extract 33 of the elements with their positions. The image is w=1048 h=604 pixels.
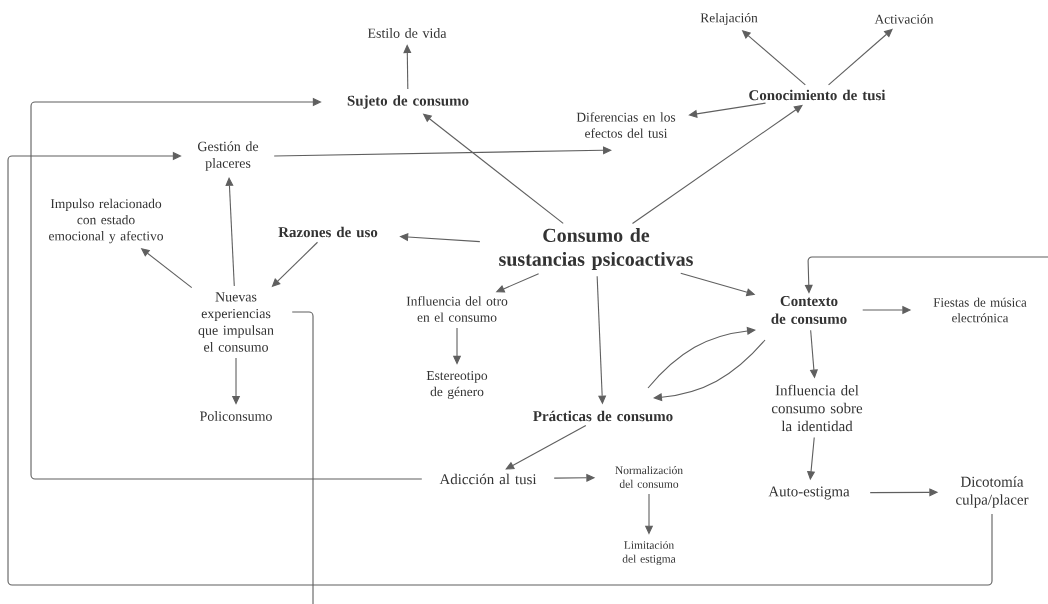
arrow	[688, 102, 767, 118]
concept-text: Nuevas experiencias que impulsan el consumo	[198, 292, 274, 352]
arrow	[653, 339, 766, 402]
concept-text: Gestión de placeres	[198, 141, 259, 171]
arrow	[403, 44, 412, 90]
concept-text: Impulso relacionado con estado emocional y afectivo	[49, 198, 164, 244]
concept-text: Activación	[874, 14, 934, 24]
concept-text: Auto-estigma	[768, 486, 850, 500]
arrow	[828, 28, 893, 86]
category-label: Razones de uso	[278, 226, 378, 238]
arrow	[505, 424, 587, 470]
arrow	[7, 151, 993, 586]
category-label: Sujeto de consumo	[347, 95, 469, 109]
concept-text: Adicción al tusi	[439, 473, 537, 485]
concept-text: Policonsumo	[200, 411, 272, 421]
concept-text: Relajación	[700, 12, 758, 26]
concept-text: Estilo de vida	[367, 28, 447, 38]
concept-text: Normalización del consumo	[615, 466, 683, 488]
concept-text: Diferencias en los efectos del tusi	[576, 112, 676, 138]
category-label: Prácticas de consumo	[533, 410, 673, 422]
concept-text: Dicotomía culpa/placer	[956, 476, 1029, 508]
concept-text: Estereotipo de género	[426, 371, 488, 399]
concept-text: Influencia del otro en el consumo	[406, 296, 508, 322]
arrow	[647, 326, 756, 389]
category-label: Conocimiento de tusi	[749, 89, 886, 101]
category-label: Contexto de consumo	[771, 296, 847, 324]
concept-text: Influencia del consumo sobre la identidad	[771, 384, 863, 432]
concept-text: Limitación del estigma	[622, 540, 676, 566]
arrow	[273, 146, 612, 157]
concept-text: Fiestas de música electrónica	[933, 297, 1027, 323]
connector-line	[291, 311, 314, 604]
central-concept: Consumo de sustancias psicoactivas	[499, 228, 693, 270]
arrow	[30, 97, 423, 480]
